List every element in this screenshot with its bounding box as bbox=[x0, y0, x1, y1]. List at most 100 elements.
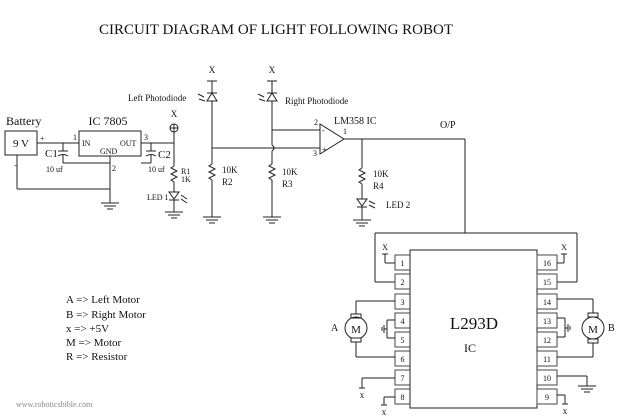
l293d-pin-10: 10 bbox=[536, 369, 558, 386]
l293d-chip bbox=[409, 249, 538, 409]
pin-number: 1 bbox=[401, 259, 405, 268]
ground-symbol bbox=[100, 202, 120, 210]
r1-value: 1K bbox=[181, 175, 191, 184]
reg-gnd-label: GND bbox=[100, 147, 118, 156]
c2-label: C2 bbox=[158, 149, 171, 161]
l293d-pin-6: 6 bbox=[394, 350, 411, 367]
pin-number: 8 bbox=[401, 393, 405, 402]
pin-number: 7 bbox=[401, 374, 405, 383]
r4-label: R4 bbox=[373, 181, 384, 191]
led1-icon bbox=[168, 191, 180, 200]
x-supply-label: X bbox=[171, 109, 178, 119]
right-photodiode-icon bbox=[266, 92, 278, 102]
pin-number: 12 bbox=[543, 336, 551, 345]
l293d-label: L293D bbox=[450, 314, 498, 333]
led2-icon bbox=[356, 198, 368, 207]
r2-value: 10K bbox=[222, 165, 238, 175]
lm358-label: LM358 IC bbox=[334, 116, 377, 127]
legend-item: M => Motor bbox=[66, 337, 122, 349]
pin-number: 14 bbox=[543, 298, 551, 307]
reg-out-label: OUT bbox=[120, 139, 137, 148]
pin-number: 10 bbox=[543, 374, 551, 383]
diagram-title: CIRCUIT DIAGRAM OF LIGHT FOLLOWING ROBOT bbox=[99, 22, 453, 38]
opamp-pin2: 2 bbox=[314, 118, 318, 127]
r1-label: R1 bbox=[181, 167, 190, 176]
reg-pin3: 3 bbox=[144, 133, 148, 142]
r2-resistor bbox=[207, 163, 217, 181]
motor-b-label: B bbox=[608, 323, 615, 334]
l293d-pin-1: 1 bbox=[394, 254, 411, 271]
opamp-minus: - bbox=[322, 126, 325, 135]
pin-number: 16 bbox=[543, 259, 551, 268]
c1-label: C1 bbox=[45, 148, 58, 160]
led2-label: LED 2 bbox=[386, 200, 410, 210]
r3-resistor bbox=[267, 163, 277, 181]
pin-number: 9 bbox=[545, 393, 549, 402]
battery-label: Battery bbox=[6, 114, 41, 128]
l293d-pin-3: 3 bbox=[394, 293, 411, 310]
legend-item: R => Resistor bbox=[66, 351, 128, 363]
led1-label: LED 1 bbox=[147, 193, 169, 202]
pin7-x-label: x bbox=[360, 390, 365, 400]
left-x-label: X bbox=[209, 65, 216, 75]
r1-resistor bbox=[169, 165, 179, 183]
r4-resistor bbox=[357, 167, 367, 185]
l293d-pin-16: 16 bbox=[536, 254, 558, 271]
legend-item: B => Right Motor bbox=[66, 309, 146, 321]
l293d-pin-7: 7 bbox=[394, 369, 411, 386]
reg-pin2: 2 bbox=[112, 164, 116, 173]
r3-value: 10K bbox=[282, 167, 298, 177]
right-photodiode-label: Right Photodiode bbox=[285, 96, 348, 106]
c1-value: 10 uf bbox=[46, 165, 63, 174]
l293d-sub-label: IC bbox=[464, 341, 476, 355]
reg-pin1: 1 bbox=[73, 133, 77, 142]
opamp-pin1: 1 bbox=[343, 127, 347, 136]
comparator-section: - + 2 3 1 LM358 IC O/P 10K R4 LED 2 bbox=[313, 116, 466, 233]
pin-number: 5 bbox=[401, 336, 405, 345]
legend-item: A => Left Motor bbox=[66, 294, 140, 306]
pin-number: 15 bbox=[543, 278, 551, 287]
power-supply-section: Battery 9 V + - C1 10 uf IC 7805 IN OUT … bbox=[4, 109, 191, 219]
left-photodiode-icon bbox=[206, 92, 218, 102]
l293d-pin-4: 4 bbox=[394, 312, 411, 329]
l293d-pin-11: 11 bbox=[536, 350, 558, 367]
legend: A => Left Motor B => Right Motor x => +5V M… bbox=[66, 294, 146, 363]
r2-label: R2 bbox=[222, 177, 233, 187]
pin-number: 4 bbox=[401, 317, 405, 326]
sensor-section: X Left Photodiode 10K R2 X Right Photodi… bbox=[128, 65, 348, 224]
r3-label: R3 bbox=[282, 179, 293, 189]
l293d-pin-2: 2 bbox=[394, 273, 411, 290]
battery-plus: + bbox=[40, 134, 45, 143]
l293d-pin-13: 13 bbox=[536, 312, 558, 329]
battery bbox=[4, 130, 38, 156]
motor-a-symbol: M bbox=[351, 324, 361, 336]
motor-b-symbol: M bbox=[588, 324, 598, 336]
reg-in-label: IN bbox=[82, 139, 91, 148]
pin8-x-label: x bbox=[382, 407, 387, 417]
l293d-pin-5: 5 bbox=[394, 331, 411, 348]
right-x-label: X bbox=[269, 65, 276, 75]
pin-number: 13 bbox=[543, 317, 551, 326]
motor-a-label: A bbox=[331, 323, 339, 334]
watermark: www.roboticsbible.com bbox=[16, 400, 93, 409]
pin9-x-label: x bbox=[563, 406, 568, 416]
l293d-pin-14: 14 bbox=[536, 293, 558, 310]
pin1-x-label: X bbox=[382, 243, 388, 252]
pin-number: 3 bbox=[401, 298, 405, 307]
l293d-pin-12: 12 bbox=[536, 331, 558, 348]
opamp-pin3: 3 bbox=[313, 149, 317, 158]
pin16-x-label: X bbox=[561, 243, 567, 252]
legend-item: x => +5V bbox=[66, 323, 109, 335]
l293d-pin-9: 9 bbox=[536, 388, 558, 405]
output-label: O/P bbox=[440, 120, 456, 131]
lm358-opamp bbox=[319, 123, 345, 155]
l293d-pin-15: 15 bbox=[536, 273, 558, 290]
pin-number: 6 bbox=[401, 355, 405, 364]
battery-value: 9 V bbox=[13, 138, 29, 150]
pin-number: 2 bbox=[401, 278, 405, 287]
r4-value: 10K bbox=[373, 169, 389, 179]
c2-value: 10 uf bbox=[148, 165, 165, 174]
left-photodiode-label: Left Photodiode bbox=[128, 93, 186, 103]
